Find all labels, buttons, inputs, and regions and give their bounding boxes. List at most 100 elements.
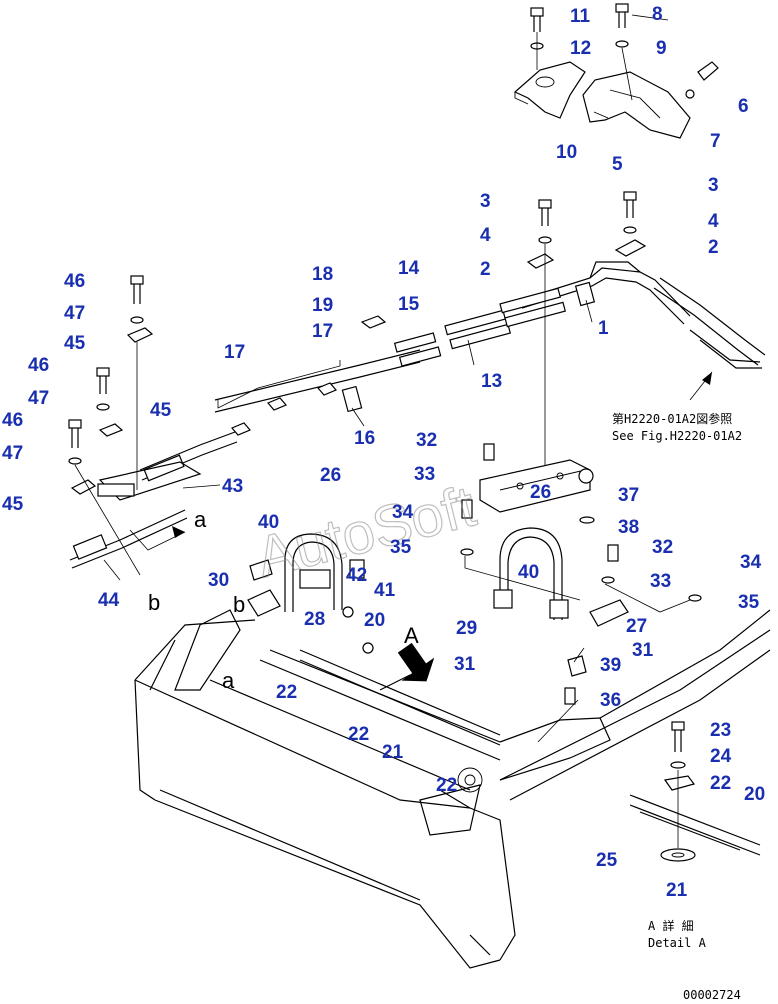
plates-part-22	[299, 649, 501, 746]
reference-note-jp: 第H2220-01A2図参照	[612, 411, 732, 426]
callout-7: 7	[710, 131, 721, 152]
callout-10: 10	[556, 142, 577, 163]
callout-42: 42	[346, 565, 367, 586]
callout-32a: 32	[416, 430, 437, 451]
callout-14: 14	[398, 258, 420, 279]
callout-47b: 47	[28, 388, 49, 409]
callout-33a: 33	[414, 464, 435, 485]
callout-39: 39	[600, 655, 621, 676]
callout-4b: 4	[708, 211, 719, 232]
hose-fittings-part-13	[444, 287, 567, 350]
detail-caption-en: Detail A	[648, 936, 707, 950]
callout-31b: 31	[454, 654, 476, 675]
callout-22c: 22	[436, 775, 457, 796]
callout-46c: 46	[2, 410, 23, 431]
view-letter-b-1: b	[148, 590, 160, 615]
callout-38: 38	[618, 517, 639, 538]
callout-47c: 47	[2, 443, 23, 464]
callout-20b: 20	[744, 784, 765, 805]
callout-20a: 20	[364, 610, 385, 631]
view-arrow-a	[129, 526, 186, 551]
callout-45b: 45	[150, 400, 172, 421]
callout-45a: 45	[64, 333, 86, 354]
bracket-part-30	[247, 559, 281, 617]
callout-35a: 35	[390, 537, 412, 558]
callout-34b: 34	[740, 552, 762, 573]
callout-3b: 3	[708, 175, 719, 196]
callout-5: 5	[612, 154, 623, 175]
callout-8: 8	[652, 4, 663, 25]
drawing-number: 00002724	[683, 988, 741, 1002]
callout-33b: 33	[650, 571, 671, 592]
bracket-part-27-39	[564, 599, 629, 705]
callout-34a: 34	[392, 502, 414, 523]
callout-45c: 45	[2, 494, 24, 515]
callout-23: 23	[710, 720, 731, 741]
callout-15: 15	[398, 294, 420, 315]
callout-46b: 46	[28, 355, 49, 376]
detail-a-view	[629, 721, 761, 862]
bolt-part-42-41	[342, 559, 374, 654]
leader-lines	[103, 14, 669, 743]
bolt-part-8	[615, 3, 633, 101]
hose-part-43	[97, 431, 238, 501]
callout-27: 27	[626, 616, 647, 637]
tube-part-1	[519, 261, 766, 369]
callout-36: 36	[600, 690, 621, 711]
clamp-part-17	[217, 315, 387, 436]
part-callouts: 11 8 12 9 6 7 10 5 3 3 4 4 2 2 1 18 14 1…	[2, 4, 765, 901]
hose-part-16	[214, 332, 442, 413]
callout-46a: 46	[64, 271, 85, 292]
callout-21a: 21	[382, 742, 404, 763]
callout-29: 29	[456, 618, 477, 639]
detail-caption-jp: A 詳 細	[648, 918, 694, 933]
callout-18: 18	[312, 264, 333, 285]
callout-22a: 22	[276, 682, 297, 703]
bolts-part-46-47	[68, 275, 144, 576]
callout-17b: 17	[224, 342, 245, 363]
callout-11: 11	[570, 6, 591, 27]
callout-22b: 22	[348, 724, 369, 745]
callout-4a: 4	[480, 225, 491, 246]
detail-a-arrow	[397, 642, 435, 682]
view-letter-a-2: a	[222, 668, 235, 693]
callout-19: 19	[312, 295, 333, 316]
callout-26b: 26	[530, 482, 551, 503]
callout-37: 37	[618, 485, 639, 506]
u-hose-part-40-right	[493, 527, 569, 620]
bucket-body	[134, 609, 771, 969]
callout-26a: 26	[320, 465, 341, 486]
callout-6: 6	[738, 96, 749, 117]
callout-31a: 31	[632, 640, 654, 661]
callout-25: 25	[596, 850, 618, 871]
callout-12: 12	[570, 38, 591, 59]
callout-30: 30	[208, 570, 229, 591]
callout-3a: 3	[480, 191, 491, 212]
view-letter-b-2: b	[233, 592, 245, 617]
reference-arrow	[689, 371, 713, 401]
cover-part-10	[513, 61, 586, 119]
callout-47a: 47	[64, 303, 85, 324]
callout-9: 9	[656, 38, 667, 59]
callout-24: 24	[710, 746, 732, 767]
callout-40a: 40	[258, 512, 279, 533]
reference-note-en: See Fig.H2220-01A2	[612, 429, 742, 443]
callout-13: 13	[481, 371, 502, 392]
callout-41: 41	[374, 580, 396, 601]
callout-2b: 2	[708, 237, 719, 258]
u-hose-part-40-left	[284, 533, 343, 612]
bolts-part-3-4	[538, 191, 637, 500]
callout-35b: 35	[738, 592, 760, 613]
view-letter-A: A	[404, 623, 419, 648]
callout-17a: 17	[312, 321, 333, 342]
view-letter-a-1: a	[194, 507, 207, 532]
callout-32b: 32	[652, 537, 673, 558]
valve-bracket-part-26	[479, 459, 591, 513]
cover-part-5	[582, 71, 691, 139]
clamp-part-2-upper	[526, 239, 647, 269]
callout-16: 16	[354, 428, 375, 449]
callout-2a: 2	[480, 259, 491, 280]
hose-part-44	[69, 509, 188, 569]
bolt-part-6	[685, 61, 719, 99]
